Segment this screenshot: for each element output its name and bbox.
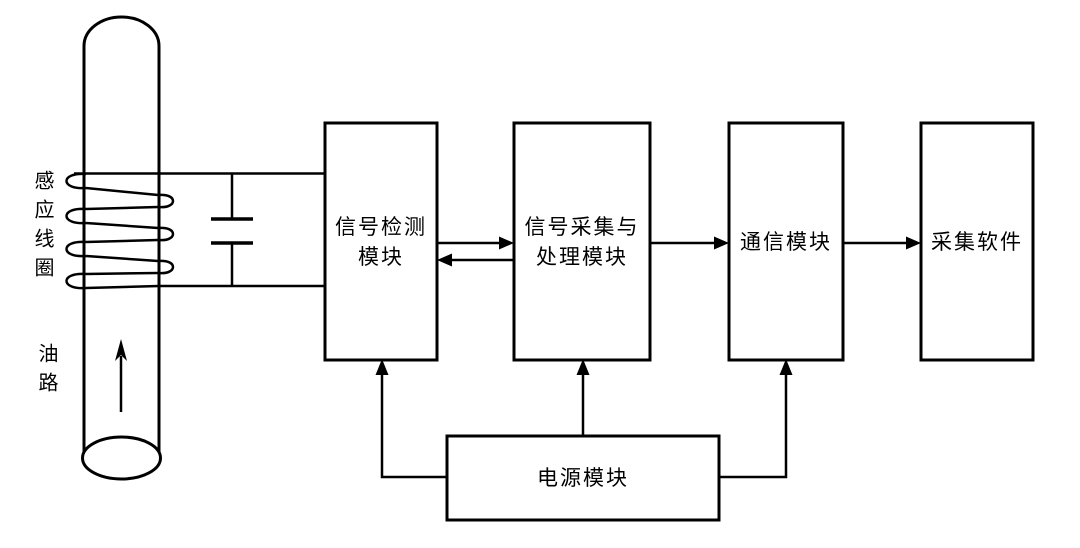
- arrow-right-head-icon: [906, 236, 921, 250]
- coil-right-turn-1: [157, 193, 175, 209]
- pipe-bottom-ellipse: [81, 435, 162, 481]
- coil-left-turn-3: [65, 240, 87, 258]
- coil-right-turn-2: [157, 226, 175, 242]
- label-signal-detection-module: 信号检测 模块: [325, 123, 437, 360]
- arrow-left-head-icon: [437, 253, 452, 267]
- box-software: [919, 121, 1035, 362]
- coil-left-turn-4: [65, 272, 87, 290]
- induction-coil: [65, 172, 175, 290]
- arrow-up-head-icon: [375, 359, 389, 375]
- label-line: 信号检测: [335, 214, 427, 239]
- capacitor: [211, 173, 253, 286]
- label-power-module: 电源模块: [447, 436, 719, 520]
- label-line: 处理模块: [536, 244, 628, 269]
- power-feeds: [375, 359, 793, 479]
- module-arrows: [437, 236, 921, 267]
- coil-cross-wires: [85, 186, 160, 290]
- label-line: 模块: [358, 244, 404, 269]
- label-line: 电源模块: [537, 466, 629, 490]
- label-oil-line: 油路: [35, 343, 57, 401]
- label-software-module: 采集软件: [921, 123, 1033, 360]
- label-communication-module: 通信模块: [729, 123, 843, 360]
- oil-pipe: [81, 15, 162, 481]
- oil-flow-arrowhead-icon: [115, 339, 127, 361]
- coil-wires: [74, 172, 325, 288]
- box-signal-acquisition: [512, 121, 652, 362]
- arrow-acquisition-to-communication: [650, 236, 729, 250]
- coil-right-turn-3: [157, 259, 175, 275]
- arrow-detection-to-acquisition: [437, 236, 514, 250]
- label-line: 通信模块: [740, 229, 832, 254]
- power-to-communication: [719, 359, 793, 479]
- label-signal-acquisition-module: 信号采集与 处理模块: [514, 123, 650, 360]
- box-communication: [727, 121, 845, 362]
- arrow-acquisition-to-detection: [437, 253, 514, 267]
- box-signal-detection: [323, 121, 439, 362]
- arrow-communication-to-software: [843, 236, 921, 250]
- coil-left-turn-2: [65, 207, 87, 225]
- box-power: [445, 434, 721, 522]
- arrow-up-head-icon: [779, 359, 793, 375]
- arrow-right-head-icon: [714, 236, 729, 250]
- arrow-up-head-icon: [576, 359, 590, 375]
- pipe-top-cap: [82, 15, 161, 47]
- module-boxes: [323, 121, 1035, 522]
- label-line: 采集软件: [931, 229, 1023, 254]
- label-induction-coil: 感应线圈: [31, 170, 53, 286]
- oil-flow-arrow: [115, 339, 127, 412]
- arrow-right-head-icon: [499, 236, 514, 250]
- label-line: 信号采集与: [524, 214, 640, 239]
- power-to-detection: [375, 359, 447, 479]
- power-to-acquisition: [576, 359, 590, 436]
